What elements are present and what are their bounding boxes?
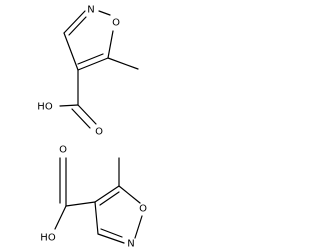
m2-bond-c4-cooh (65, 201, 96, 207)
m2-bond-c4-c5-double (99, 191, 120, 206)
m1-bond-c5-c4 (77, 57, 109, 71)
m1-ring-oxygen-label: O (112, 18, 120, 29)
structure-drawing: N O HO O O O N HO (37, 5, 147, 250)
m2-bond-c3-c4 (94, 201, 99, 235)
m1-bond-c4-c3 (63, 32, 79, 71)
m1-bond-c5-methyl (107, 57, 139, 70)
m1-bond-c5-c4-double (77, 53, 104, 65)
m1-hydroxyl-label: HO (37, 102, 53, 113)
m1-bond-o-c5 (107, 30, 114, 59)
m2-bond-c-oh (54, 205, 67, 230)
m2-bond-o-n (134, 215, 143, 239)
m2-ring-oxygen-label: O (139, 204, 147, 215)
m1-bond-c-o (77, 104, 97, 125)
m1-bond-n-o (98, 10, 111, 16)
m1-carbonyl-oxygen-label: O (95, 127, 103, 138)
m1-bond-c3-n-double (68, 16, 87, 36)
m2-hydroxyl-label: HO (40, 233, 56, 244)
m2-bond-c5-o (118, 185, 141, 204)
m1-bond-c-oh (59, 104, 79, 107)
m2-nitrogen-label: N (127, 239, 134, 250)
m1-bond-c-o-double (71, 108, 91, 129)
m2-bond-n-c3-double (100, 228, 123, 238)
molecule-2: O O N HO (40, 145, 147, 250)
m2-bond-n-c3 (97, 233, 125, 244)
m2-bond-c4-c5 (94, 185, 120, 203)
m1-bond-c3-n (63, 10, 86, 34)
m1-nitrogen-label: N (87, 5, 94, 16)
molecule-1: N O HO O (37, 5, 139, 138)
m2-carbonyl-oxygen-label: O (59, 145, 67, 156)
